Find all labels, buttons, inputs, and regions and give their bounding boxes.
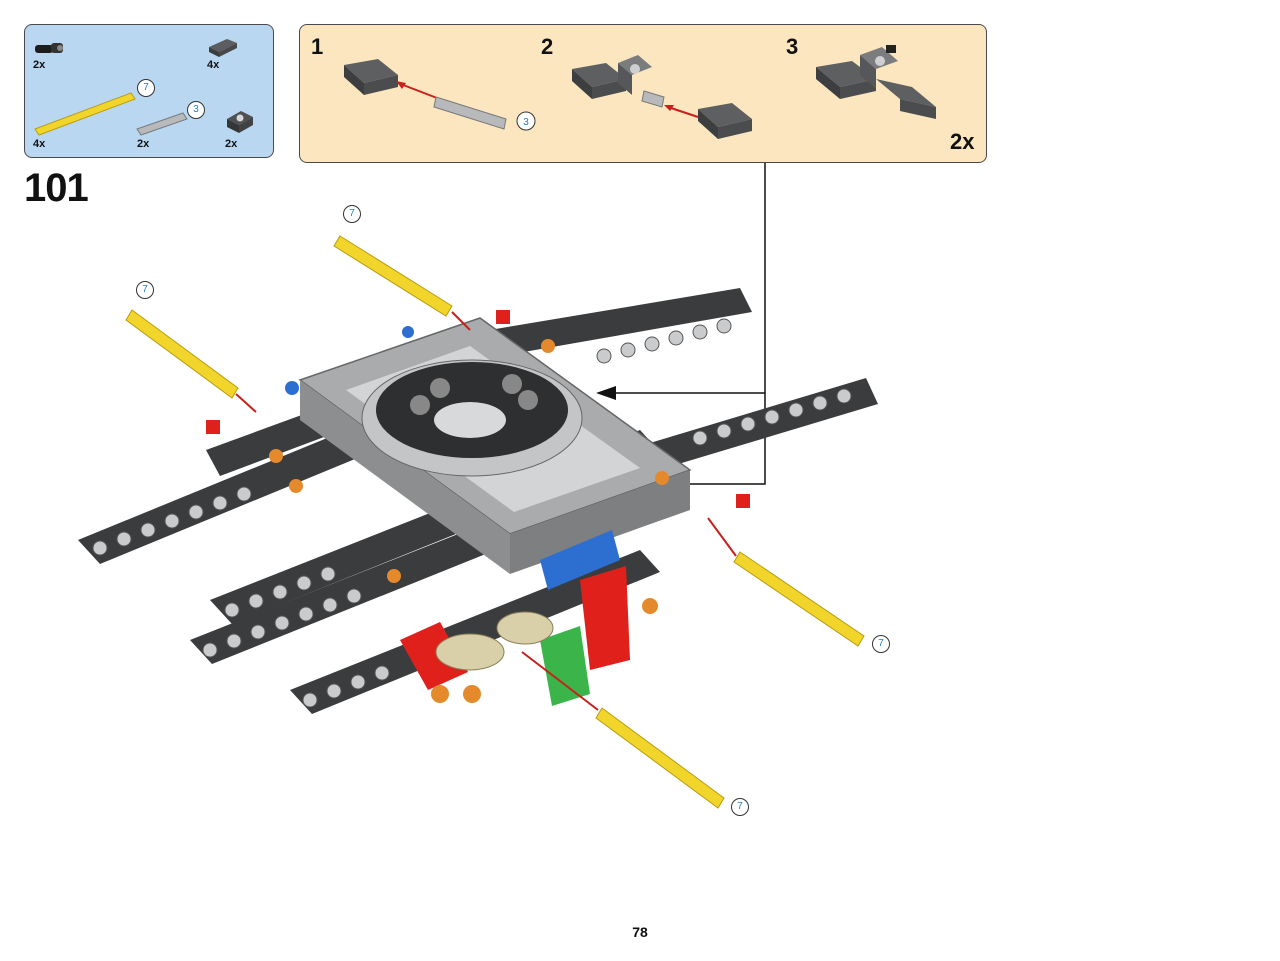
submodel-step-1: 1 bbox=[311, 34, 324, 59]
yellow-axle-right bbox=[707, 517, 865, 647]
submodel-step-3: 3 bbox=[786, 34, 799, 59]
axle-length-callout-left: 7 bbox=[136, 281, 154, 299]
lower-mechanism bbox=[206, 310, 750, 706]
dark-grey-axle-connector-icon bbox=[209, 39, 237, 57]
length-callout-grey-axle: 3 bbox=[187, 101, 205, 119]
yellow-axle-left bbox=[125, 309, 257, 413]
step1-axle-connector bbox=[344, 59, 398, 95]
step-number: 101 bbox=[24, 166, 89, 210]
submodel-box: 1 2 3 2x 3 bbox=[299, 24, 987, 163]
submodel-step-2: 2 bbox=[541, 34, 554, 59]
beam-holes bbox=[92, 318, 852, 708]
parts-list-box: 2x 4x 7 4x 3 2x 2x bbox=[24, 24, 274, 158]
dark-grey-pin-joiner-icon bbox=[227, 111, 253, 133]
submodel-multiplier: 2x bbox=[950, 129, 975, 154]
qty-black-pin-connector: 2x bbox=[33, 59, 46, 71]
length-callout-yellow-axle: 7 bbox=[137, 79, 155, 97]
yellow-axle-bottom bbox=[521, 651, 725, 809]
step3-assembly bbox=[816, 45, 936, 119]
black-pin-connector-icon bbox=[35, 43, 63, 53]
qty-dark-grey-axle-connector: 4x bbox=[207, 59, 220, 71]
yellow-axle-top bbox=[333, 235, 471, 331]
submodel-illustration: 3 bbox=[344, 45, 936, 139]
axle-length-callout-top: 7 bbox=[343, 205, 361, 223]
step2-assembly bbox=[572, 55, 752, 139]
qty-yellow-axle: 4x bbox=[33, 138, 46, 150]
grey-axle-icon bbox=[136, 112, 188, 136]
step1-grey-axle bbox=[433, 96, 507, 130]
page-number: 78 bbox=[632, 924, 648, 940]
qty-grey-axle: 2x bbox=[137, 138, 150, 150]
qty-dark-grey-pin-joiner: 2x bbox=[225, 138, 238, 150]
axle-length-callout-bottom: 7 bbox=[731, 798, 749, 816]
turntable bbox=[361, 359, 583, 477]
submodel-axle-length: 3 bbox=[523, 117, 529, 128]
axle-length-callout-right: 7 bbox=[872, 635, 890, 653]
yellow-axle-icon bbox=[34, 92, 136, 136]
